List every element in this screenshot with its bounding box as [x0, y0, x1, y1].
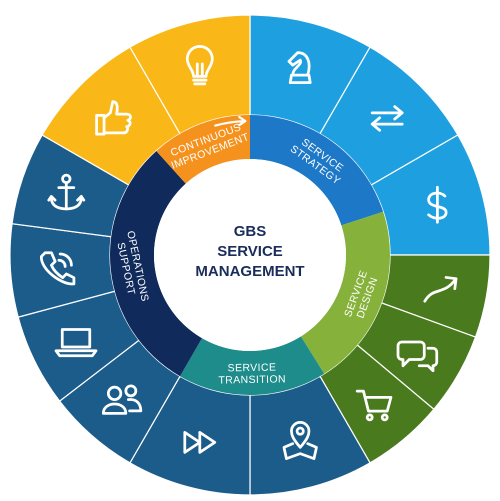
lightbulb-icon	[185, 44, 214, 86]
inner-segment-operations	[109, 150, 202, 377]
chat-bubbles-icon	[396, 340, 439, 373]
trend-arrow-icon	[423, 276, 458, 303]
segment-label-transition-line-1: SERVICE	[228, 362, 277, 375]
inner-segment-improvement	[156, 115, 250, 184]
thumbs-up-icon	[95, 100, 132, 136]
segment-icons	[40, 44, 458, 461]
anchor-icon	[47, 173, 86, 211]
center-title: GBS SERVICE MANAGEMENT	[195, 223, 304, 280]
inner-segment-design	[300, 211, 390, 374]
center-title-line-2: SERVICE	[217, 243, 283, 260]
dollar-icon	[427, 185, 448, 224]
outer-ring	[9, 14, 491, 496]
cycle-arrow-icon	[214, 115, 247, 127]
shopping-cart-icon	[355, 389, 393, 422]
people-icon	[101, 384, 143, 415]
center-title-line-1: GBS	[234, 223, 267, 240]
inner-segment-strategy	[250, 115, 384, 226]
chess-knight-icon	[287, 51, 312, 84]
center-title-line-3: MANAGEMENT	[195, 263, 304, 280]
phone-icon	[40, 251, 76, 286]
map-pin-icon	[282, 421, 318, 461]
outer-cell-improvement-2	[129, 14, 251, 135]
segment-label-transition-line-2: TRANSITION	[218, 373, 286, 386]
inner-ring	[109, 115, 390, 395]
arrows-exchange-icon	[370, 105, 404, 132]
center-disc	[154, 159, 346, 351]
fast-forward-icon	[183, 431, 217, 454]
laptop-icon	[54, 328, 98, 358]
inner-segment-transition	[180, 336, 325, 395]
